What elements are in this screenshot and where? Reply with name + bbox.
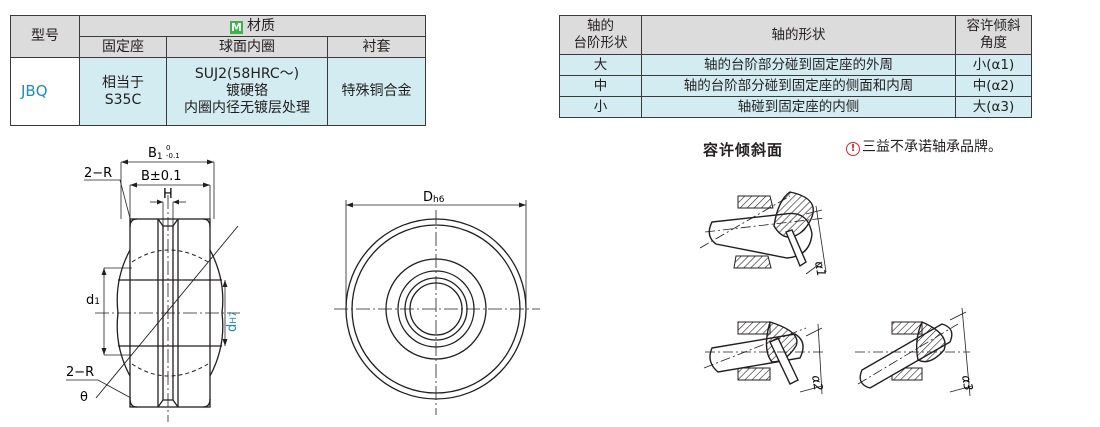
front-view-drawing: Dh6: [334, 190, 540, 415]
side-view-drawing: B1 0 -0.1 B±0.1 H 2−R 2−R d1 dH7 θ: [66, 144, 240, 422]
material-header: M 材质: [79, 15, 426, 37]
theta-label: θ: [80, 390, 88, 405]
dh6-label: Dh6: [423, 190, 445, 205]
table-row: 大 轴的台阶部分碰到固定座的外周 小(α1): [559, 54, 1032, 76]
tilt-caption: 容许倾斜面: [703, 141, 784, 159]
col-angle-line1: 容许倾斜: [966, 18, 1021, 34]
inner-line1: SUJ2(58HRC～): [194, 66, 300, 82]
tilt-figure-a1: α1: [700, 191, 829, 278]
tilt-table: 轴的 台阶形状 轴的形状 容许倾斜 角度 大 轴的台阶部分碰到固定座的外周 小(…: [559, 15, 1032, 118]
dh7-label: dH7: [225, 311, 240, 332]
angle-cell: 小(α1): [955, 54, 1032, 76]
liner-cell: 特殊铜合金: [327, 57, 426, 126]
inner-cell: SUJ2(58HRC～) 镀硬铬 内圈内径无镀层处理: [166, 57, 328, 126]
col-holder-header: 固定座: [79, 36, 167, 58]
b1-label: B1: [148, 146, 163, 162]
col-angle-header: 容许倾斜 角度: [955, 15, 1032, 55]
shape-cell: 轴的台阶部分碰到固定座的侧面和内周: [641, 75, 956, 97]
step-cell: 大: [559, 54, 642, 76]
col-inner-header: 球面内圈: [166, 36, 328, 58]
table-row: 小 轴碰到固定座的内侧 大(α3): [559, 96, 1032, 118]
shape-cell: 轴的台阶部分碰到固定座的外周: [641, 54, 956, 76]
b1-tol-lower: -0.1: [166, 152, 180, 160]
d1-label: d1: [86, 293, 100, 308]
table-row: 中 轴的台阶部分碰到固定座的侧面和内周 中(α2): [559, 75, 1032, 97]
b1-tol-upper: 0: [166, 144, 170, 152]
h-label: H: [163, 187, 173, 202]
r-bottom-label: 2−R: [66, 365, 94, 380]
col-liner-header: 衬套: [327, 36, 426, 58]
warning-icon: !: [846, 142, 860, 156]
step-cell: 中: [559, 75, 642, 97]
material-m-icon: M: [230, 20, 243, 34]
col-step-header: 轴的 台阶形状: [559, 15, 642, 55]
holder-cell: 相当于 S35C: [79, 57, 167, 126]
a1-label: α1: [812, 260, 828, 278]
a2-label: α2: [809, 374, 825, 392]
col-step-line2: 台阶形状: [573, 35, 628, 51]
svg-text:dH7: dH7: [225, 311, 240, 332]
step-cell: 小: [559, 96, 642, 118]
angle-cell: 大(α3): [955, 96, 1032, 118]
material-table: 型号 M 材质 固定座 球面内圈 衬套 JBQ 相当于 S35C SUJ2(58H…: [10, 15, 426, 126]
angle-cell: 中(α2): [955, 75, 1032, 97]
holder-line1: 相当于: [102, 74, 144, 91]
col-shape-header: 轴的形状: [641, 15, 956, 55]
shape-cell: 轴碰到固定座的内侧: [641, 96, 956, 118]
col-angle-line2: 角度: [980, 35, 1007, 51]
col-model-header: 型号: [10, 15, 80, 58]
brand-note: !三益不承诺轴承品牌。: [846, 136, 1002, 156]
tilt-figure-a3: α3: [855, 307, 976, 397]
tilt-illustrations: α1 α2 α3: [700, 191, 976, 397]
holder-line2: S35C: [104, 91, 142, 108]
brand-note-text: 三益不承诺轴承品牌。: [862, 139, 1002, 155]
inner-line2: 镀硬铬: [226, 83, 268, 99]
material-title: 材质: [247, 17, 275, 34]
r-top-label: 2−R: [84, 166, 112, 181]
inner-line3: 内圈内径无镀层处理: [184, 100, 310, 116]
model-cell: JBQ: [10, 57, 80, 126]
a3-label: α3: [959, 374, 975, 392]
b-label: B±0.1: [141, 169, 182, 184]
col-step-line1: 轴的: [587, 18, 614, 34]
tilt-figure-a2: α2: [703, 321, 826, 395]
